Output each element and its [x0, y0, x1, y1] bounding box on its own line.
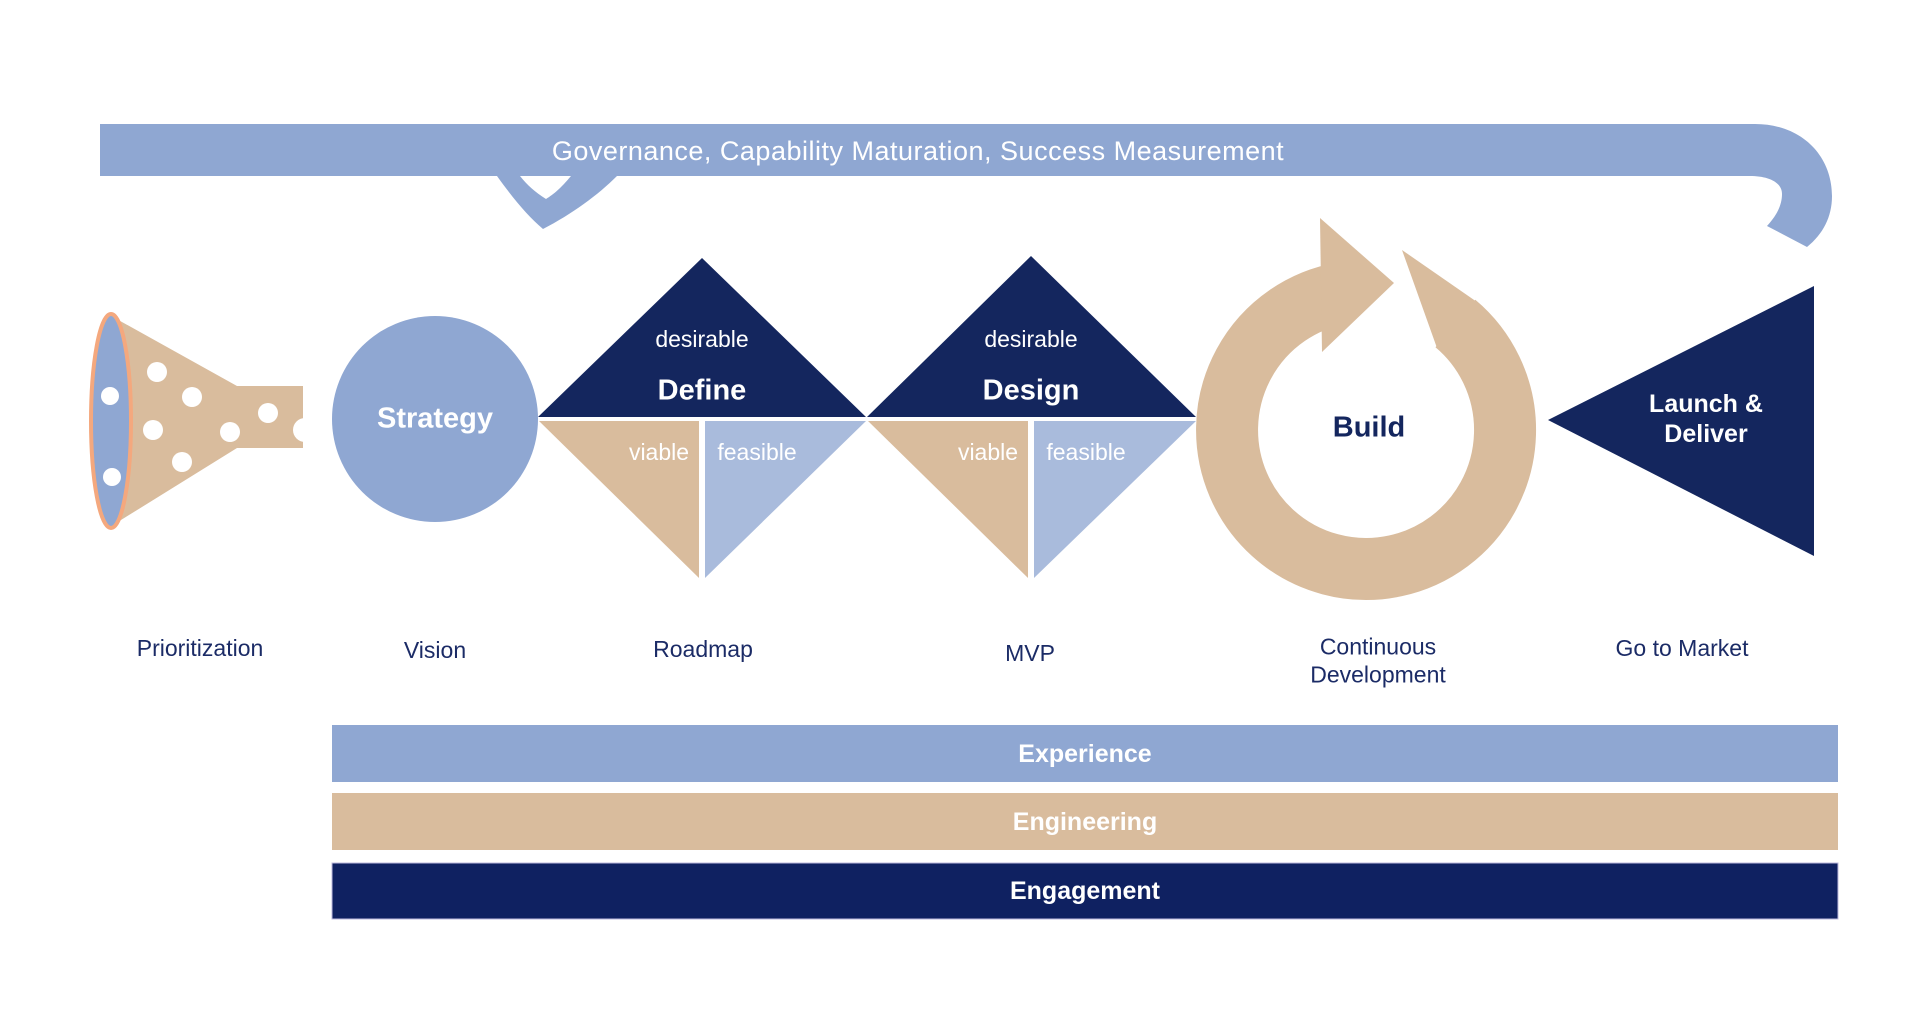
design-viable-label: viable — [957, 439, 1019, 466]
funnel-dot — [258, 403, 278, 423]
engineering-bar — [332, 793, 1838, 850]
strategy-circle — [332, 316, 538, 522]
design-viable-triangle — [868, 421, 1028, 578]
funnel-body — [113, 317, 303, 525]
define-title: Define — [657, 374, 747, 407]
cycle-arc — [1196, 262, 1536, 600]
governance-ribbon — [100, 124, 1832, 247]
banner-down-arrow-icon — [497, 176, 617, 229]
define-desirable-label: desirable — [655, 326, 749, 353]
launch-title: Launch & Deliver — [1649, 390, 1763, 448]
define-viable-triangle — [539, 421, 699, 578]
track-label-engineering: Engineering — [1012, 808, 1158, 836]
stage-label-continuous-development: Continuous Development — [1310, 633, 1446, 687]
stage-label-prioritization: Prioritization — [136, 635, 264, 662]
engagement-bar — [331, 862, 1839, 920]
funnel-dot — [172, 452, 192, 472]
define-top-triangle — [538, 258, 866, 417]
build-title: Build — [1332, 411, 1406, 444]
define-diamond — [538, 258, 866, 578]
experience-bar — [332, 725, 1838, 782]
stage-label-roadmap: Roadmap — [653, 636, 753, 663]
funnel-dot — [182, 387, 202, 407]
design-top-triangle — [867, 256, 1196, 417]
funnel-dot — [147, 362, 167, 382]
cycle-tail — [1402, 250, 1477, 348]
design-diamond — [867, 256, 1196, 578]
funnel-dot — [101, 387, 119, 405]
funnel-dot — [293, 418, 317, 442]
define-feasible-triangle — [705, 421, 866, 578]
launch-triangle — [1548, 286, 1814, 556]
funnel-dot — [143, 420, 163, 440]
funnel-dot — [220, 422, 240, 442]
strategy-shape-label: Strategy — [376, 402, 494, 435]
funnel-icon — [89, 312, 317, 530]
funnel-mouth — [89, 312, 133, 530]
define-viable-label: viable — [628, 439, 690, 466]
stage-label-mvp: MVP — [1005, 640, 1055, 667]
stage-label-vision: Vision — [403, 637, 467, 664]
governance-title: Governance, Capability Maturation, Succe… — [551, 135, 1285, 166]
cycle-arrowhead — [1320, 218, 1394, 352]
cycle-arrow-icon — [1196, 218, 1536, 600]
stage-label-go-to-market: Go to Market — [1615, 635, 1749, 662]
design-title: Design — [982, 374, 1080, 407]
design-feasible-triangle — [1034, 421, 1196, 578]
design-feasible-label: feasible — [1046, 439, 1126, 466]
track-label-engagement: Engagement — [1009, 877, 1161, 905]
funnel-dot — [103, 468, 121, 486]
define-feasible-label: feasible — [717, 439, 797, 466]
design-desirable-label: desirable — [984, 326, 1078, 353]
track-label-experience: Experience — [1018, 740, 1152, 768]
